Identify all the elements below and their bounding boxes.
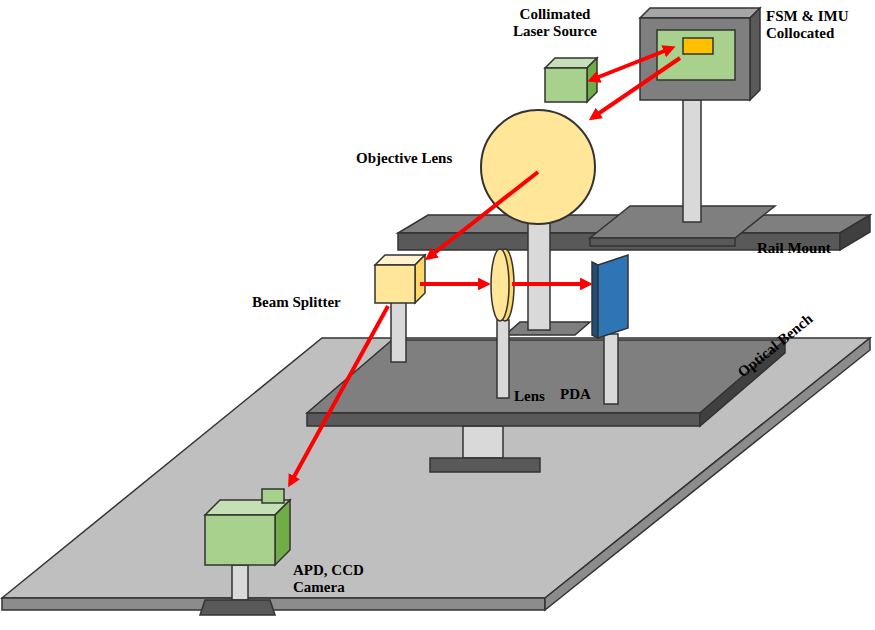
- beam-splitter: [415, 255, 425, 303]
- platform: [463, 426, 503, 458]
- label-text: APD, CCD Camera: [293, 562, 388, 596]
- objective-lens: [481, 110, 595, 224]
- label-text: Objective Lens: [356, 150, 452, 167]
- pda-detector: [604, 334, 618, 404]
- fsm-imu-mount: [683, 38, 713, 54]
- label-text: Rail Mount: [757, 240, 831, 257]
- lens: [491, 249, 514, 398]
- apd-ccd-camera: [200, 600, 275, 615]
- platform: [430, 458, 540, 472]
- platform: [307, 413, 700, 426]
- beam-splitter: [391, 300, 406, 362]
- fsm-imu-mount: [657, 30, 735, 80]
- beam-splitter: [375, 265, 415, 303]
- pda-detector: [592, 262, 598, 338]
- optical-bench: [2, 338, 870, 610]
- laser-beam: [591, 48, 672, 80]
- laser-source: [545, 58, 597, 102]
- apd-ccd-camera: [262, 489, 284, 503]
- apd-ccd-camera: [200, 489, 290, 615]
- pda-detector: [592, 255, 628, 404]
- laser-beam: [290, 48, 680, 484]
- laser-beam: [428, 172, 538, 258]
- apd-ccd-camera: [205, 515, 275, 565]
- lens: [491, 249, 509, 321]
- objective-lens: [481, 110, 595, 335]
- laser-beam: [290, 306, 388, 484]
- laser-source: [545, 68, 587, 102]
- pda-detector: [598, 255, 628, 338]
- laser-beam: [420, 282, 487, 286]
- label-text: FSM & IMU Collocated: [766, 8, 866, 42]
- apd-ccd-camera: [232, 565, 248, 600]
- rail-mount: [840, 215, 870, 250]
- fsm-imu-mount: [640, 8, 760, 222]
- fsm-imu-mount: [683, 100, 701, 222]
- objective-lens: [528, 222, 550, 330]
- label-text: PDA: [560, 386, 591, 403]
- beam-splitter: [375, 255, 425, 362]
- optical-bench: [2, 338, 870, 598]
- platform: [307, 340, 785, 472]
- label-text: Collimated Laser Source: [505, 6, 605, 40]
- lens: [497, 320, 509, 398]
- laser-beam: [512, 282, 589, 286]
- fsm-imu-mount: [640, 18, 750, 100]
- fsm-imu-mount: [750, 8, 760, 100]
- rail-mount: [590, 238, 735, 246]
- label-text: Lens: [514, 388, 545, 405]
- fsm-imu-mount: [640, 8, 760, 18]
- apd-ccd-camera: [275, 500, 290, 565]
- laser-beam: [592, 58, 680, 118]
- label-text: Beam Splitter: [252, 294, 341, 311]
